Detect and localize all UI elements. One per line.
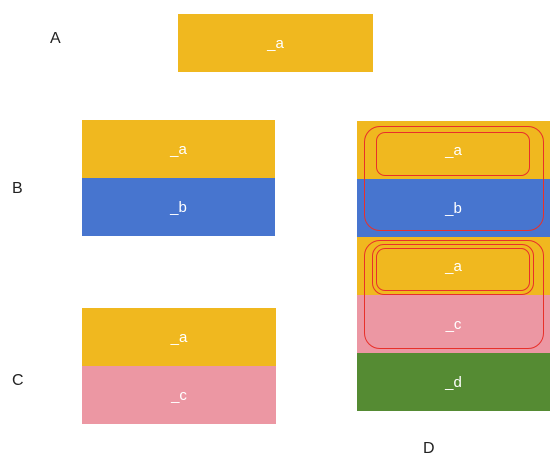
group-d-block-a-2: _a xyxy=(357,237,550,295)
label-group-a: A xyxy=(50,30,61,47)
group-c-block-a: _a xyxy=(82,308,276,366)
group-d-block-a-1: _a xyxy=(357,121,550,179)
outline-d-a1-inner xyxy=(376,132,530,176)
outline-d-a2-inner xyxy=(376,248,530,291)
group-b-block-b: _b xyxy=(82,178,275,236)
outline-d-a2-c-outer xyxy=(364,240,544,349)
label-group-d: D xyxy=(423,440,435,457)
outline-d-a2-inner-2 xyxy=(372,244,534,295)
outline-d-a1-b-outer xyxy=(364,126,544,231)
group-a-block-a: _a xyxy=(178,14,373,72)
group-b-block-a: _a xyxy=(82,120,275,178)
group-d-block-d: _d xyxy=(357,353,550,411)
group-d-block-b: _b xyxy=(357,179,550,237)
label-group-c: C xyxy=(12,372,24,389)
group-d-block-c: _c xyxy=(357,295,550,353)
label-group-b: B xyxy=(12,180,23,197)
group-c-block-c: _c xyxy=(82,366,276,424)
